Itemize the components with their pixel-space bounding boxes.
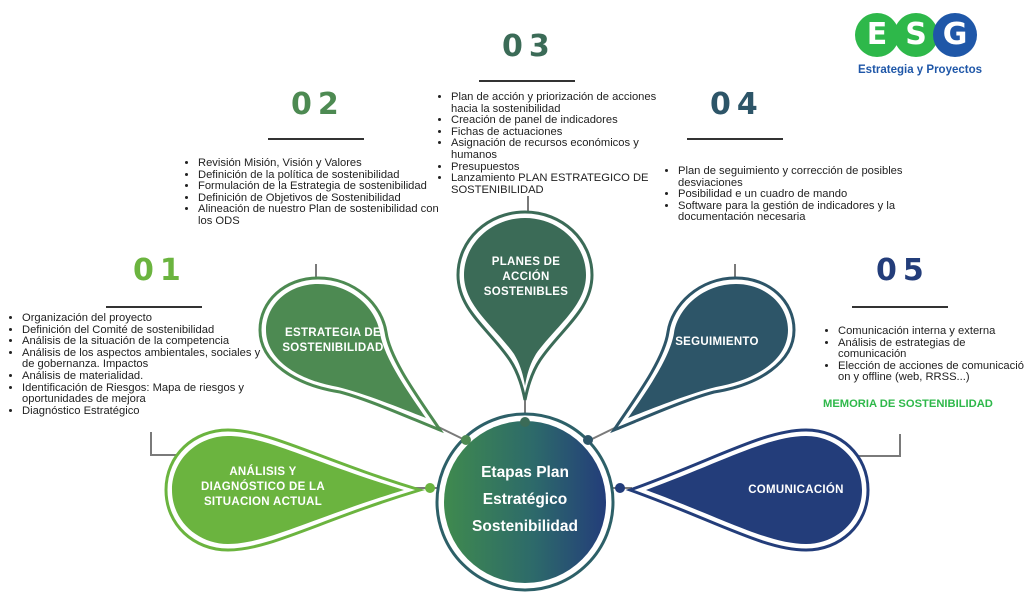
step-02-label: ESTRATEGIA DE SOSTENIBILIDAD [266,326,400,356]
step-02-number: 02 [291,87,345,122]
step-01-number: 01 [133,253,187,288]
center-title-line: Estratégico [482,491,568,508]
bullet-item: Elección de acciones de comunicación: on… [838,360,1024,384]
bullet-item: Definición de Objetivos de Sostenibilida… [198,192,448,205]
step-03-number: 03 [502,29,556,64]
step-05-number: 05 [876,253,930,288]
logo-letter-e: E [855,13,899,57]
bullet-item: Posibilidad e un cuadro de mando [678,189,923,201]
bullet-item: Identificación de Riesgos: Mapa de riesg… [22,382,262,406]
step-01-drop [164,428,426,552]
step-04-label: SEGUIMIENTO [675,336,759,348]
connector-01 [150,432,178,456]
step-04-drop [610,276,796,434]
step-01-label-line: ANÁLISIS Y [229,466,297,478]
step-05-bullets: Comunicación interna y externa Análisis … [824,325,1024,384]
bullet-item: Diagnóstico Estratégico [22,405,262,418]
logo-letter-s: S [894,13,938,57]
step-01-rule [106,306,202,308]
center-circle [435,412,615,592]
step-02-rule [268,138,364,140]
step-01-label-line: DIAGNÓSTICO DE LA [201,481,325,493]
step-04-bullets: Plan de seguimiento y corrección de posi… [664,165,923,224]
bullet-item: Formulación de la Estrategia de sostenib… [198,181,448,193]
step-03-drop [456,210,594,401]
bullet-item: Presupuestos [451,161,663,174]
step-01-label: ANÁLISIS Y DIAGNÓSTICO DE LA SITUACION A… [178,465,348,510]
step-03-label-line: PLANES DE [491,256,561,268]
bullet-item: Análisis de la situación de la competenc… [22,336,262,348]
bullet-item: Fichas de actuaciones [451,126,663,139]
step-03-label: PLANES DE ACCIÓN SOSTENIBLES [470,255,582,300]
bullet-item: Análisis de estrategias de comunicación [838,337,1024,361]
step-02-bullets: Revisión Misión, Visión y Valores Defini… [184,157,448,228]
bullet-item: Definición del Comité de sostenibilidad [22,324,262,337]
connector-05 [858,434,901,457]
center-title-line: Sostenibilidad [472,518,578,535]
logo-letter-g: G [933,13,977,57]
bullet-item: Asignación de recursos económicos y huma… [451,138,663,161]
bullet-item: Análisis de los aspectos ambientales, so… [22,347,262,371]
bullet-item: Creación de panel de indicadores [451,115,663,127]
step-04-number: 04 [710,87,764,122]
connector-dots [425,417,625,493]
step-03-label-line: ACCIÓN [502,271,550,283]
bullet-item: Análisis de materialidad. [22,370,262,383]
step-05-label: COMUNICACIÓN [748,484,844,496]
step-05-rule [852,306,948,308]
bullet-item: Lanzamiento PLAN ESTRATEGICO DE SOSTENIB… [451,172,663,196]
bullet-item: Organización del proyecto [22,312,262,325]
step-02-label-line: ESTRATEGIA DE [285,327,381,339]
bullet-item: Comunicación interna y externa [838,325,1024,338]
bullet-item: Revisión Misión, Visión y Valores [198,157,448,170]
bullet-item: Plan de seguimiento y corrección de posi… [678,165,923,189]
sustainability-report-highlight: MEMORIA DE SOSTENIBILIDAD [823,398,993,410]
bullet-item: Definición de la política de sostenibili… [198,169,448,182]
center-title-line: Etapas Plan [481,464,569,481]
step-03-bullets: Plan de acción y priorización de accione… [437,91,663,196]
bullet-item: Software para la gestión de indicadores … [678,200,923,224]
step-01-label-line: SITUACION ACTUAL [203,496,323,508]
step-02-drop [258,276,444,434]
logo-subtitle: Estrategia y Proyectos [858,64,983,76]
bullet-item: Alineación de nuestro Plan de sostenibil… [198,204,448,227]
step-02-label-line: SOSTENIBILIDAD [282,342,384,354]
step-01-bullets: Organización del proyecto Definición del… [8,312,262,418]
step-04-rule [687,138,783,140]
step-05-drop [625,428,870,552]
center-title: Etapas Plan Estratégico Sostenibilidad [455,459,595,540]
bullet-item: Plan de acción y priorización de accione… [451,91,663,115]
step-03-rule [479,80,575,82]
step-03-label-line: SOSTENIBLES [483,286,569,298]
